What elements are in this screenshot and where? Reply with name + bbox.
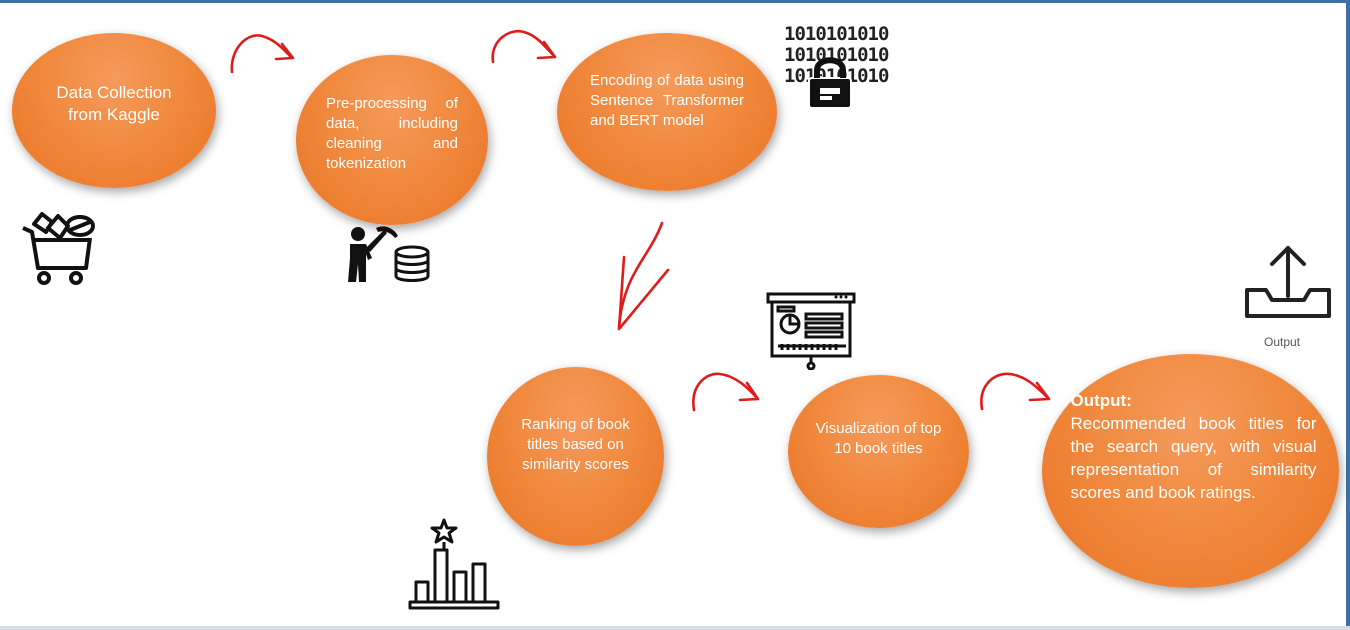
node-data-collection: Data Collection from Kaggle xyxy=(12,33,216,188)
node-output: Output: Recommended book titles for the … xyxy=(1042,354,1339,588)
node-output-heading: Output: xyxy=(1070,391,1132,410)
arrow-3-4 xyxy=(617,221,670,331)
upload-tray-icon xyxy=(1245,246,1331,318)
node-encoding: Encoding of data using Sentence Transfor… xyxy=(557,33,777,191)
binary-lock-icon: 1010101010 1010101010 1010101010 xyxy=(784,24,889,114)
node-visualization-label: Visualization of top 10 book titles xyxy=(815,419,942,457)
node-ranking: Ranking of book titles based on similari… xyxy=(487,367,664,546)
output-icon-caption: Output xyxy=(1264,335,1301,349)
node-ranking-label: Ranking of book titles based on similari… xyxy=(521,415,630,473)
node-data-collection-label: Data Collection from Kaggle xyxy=(56,82,172,124)
lock-icon xyxy=(808,57,852,109)
node-preprocessing-label: Pre-processing of data, including cleani… xyxy=(326,95,458,172)
arrow-2-3 xyxy=(491,29,557,64)
arrow-1-2 xyxy=(230,34,295,74)
top-border xyxy=(0,0,1350,3)
right-border xyxy=(1346,0,1350,630)
arrow-4-5 xyxy=(692,372,760,412)
binary-line-1: 1010101010 xyxy=(784,23,889,45)
node-preprocessing: Pre-processing of data, including cleani… xyxy=(296,55,488,225)
bottom-border xyxy=(0,626,1350,630)
arrow-5-6 xyxy=(980,372,1051,411)
node-encoding-label: Encoding of data using Sentence Transfor… xyxy=(590,72,744,129)
presentation-board-icon xyxy=(766,292,856,370)
node-output-text: Recommended book titles for the search q… xyxy=(1070,414,1317,502)
cart-icon xyxy=(22,212,95,285)
binary-line-2: 1010101010 xyxy=(784,44,889,66)
miner-database-icon xyxy=(348,226,430,282)
node-visualization: Visualization of top 10 book titles xyxy=(788,375,969,528)
star-bar-chart-icon xyxy=(408,518,500,610)
